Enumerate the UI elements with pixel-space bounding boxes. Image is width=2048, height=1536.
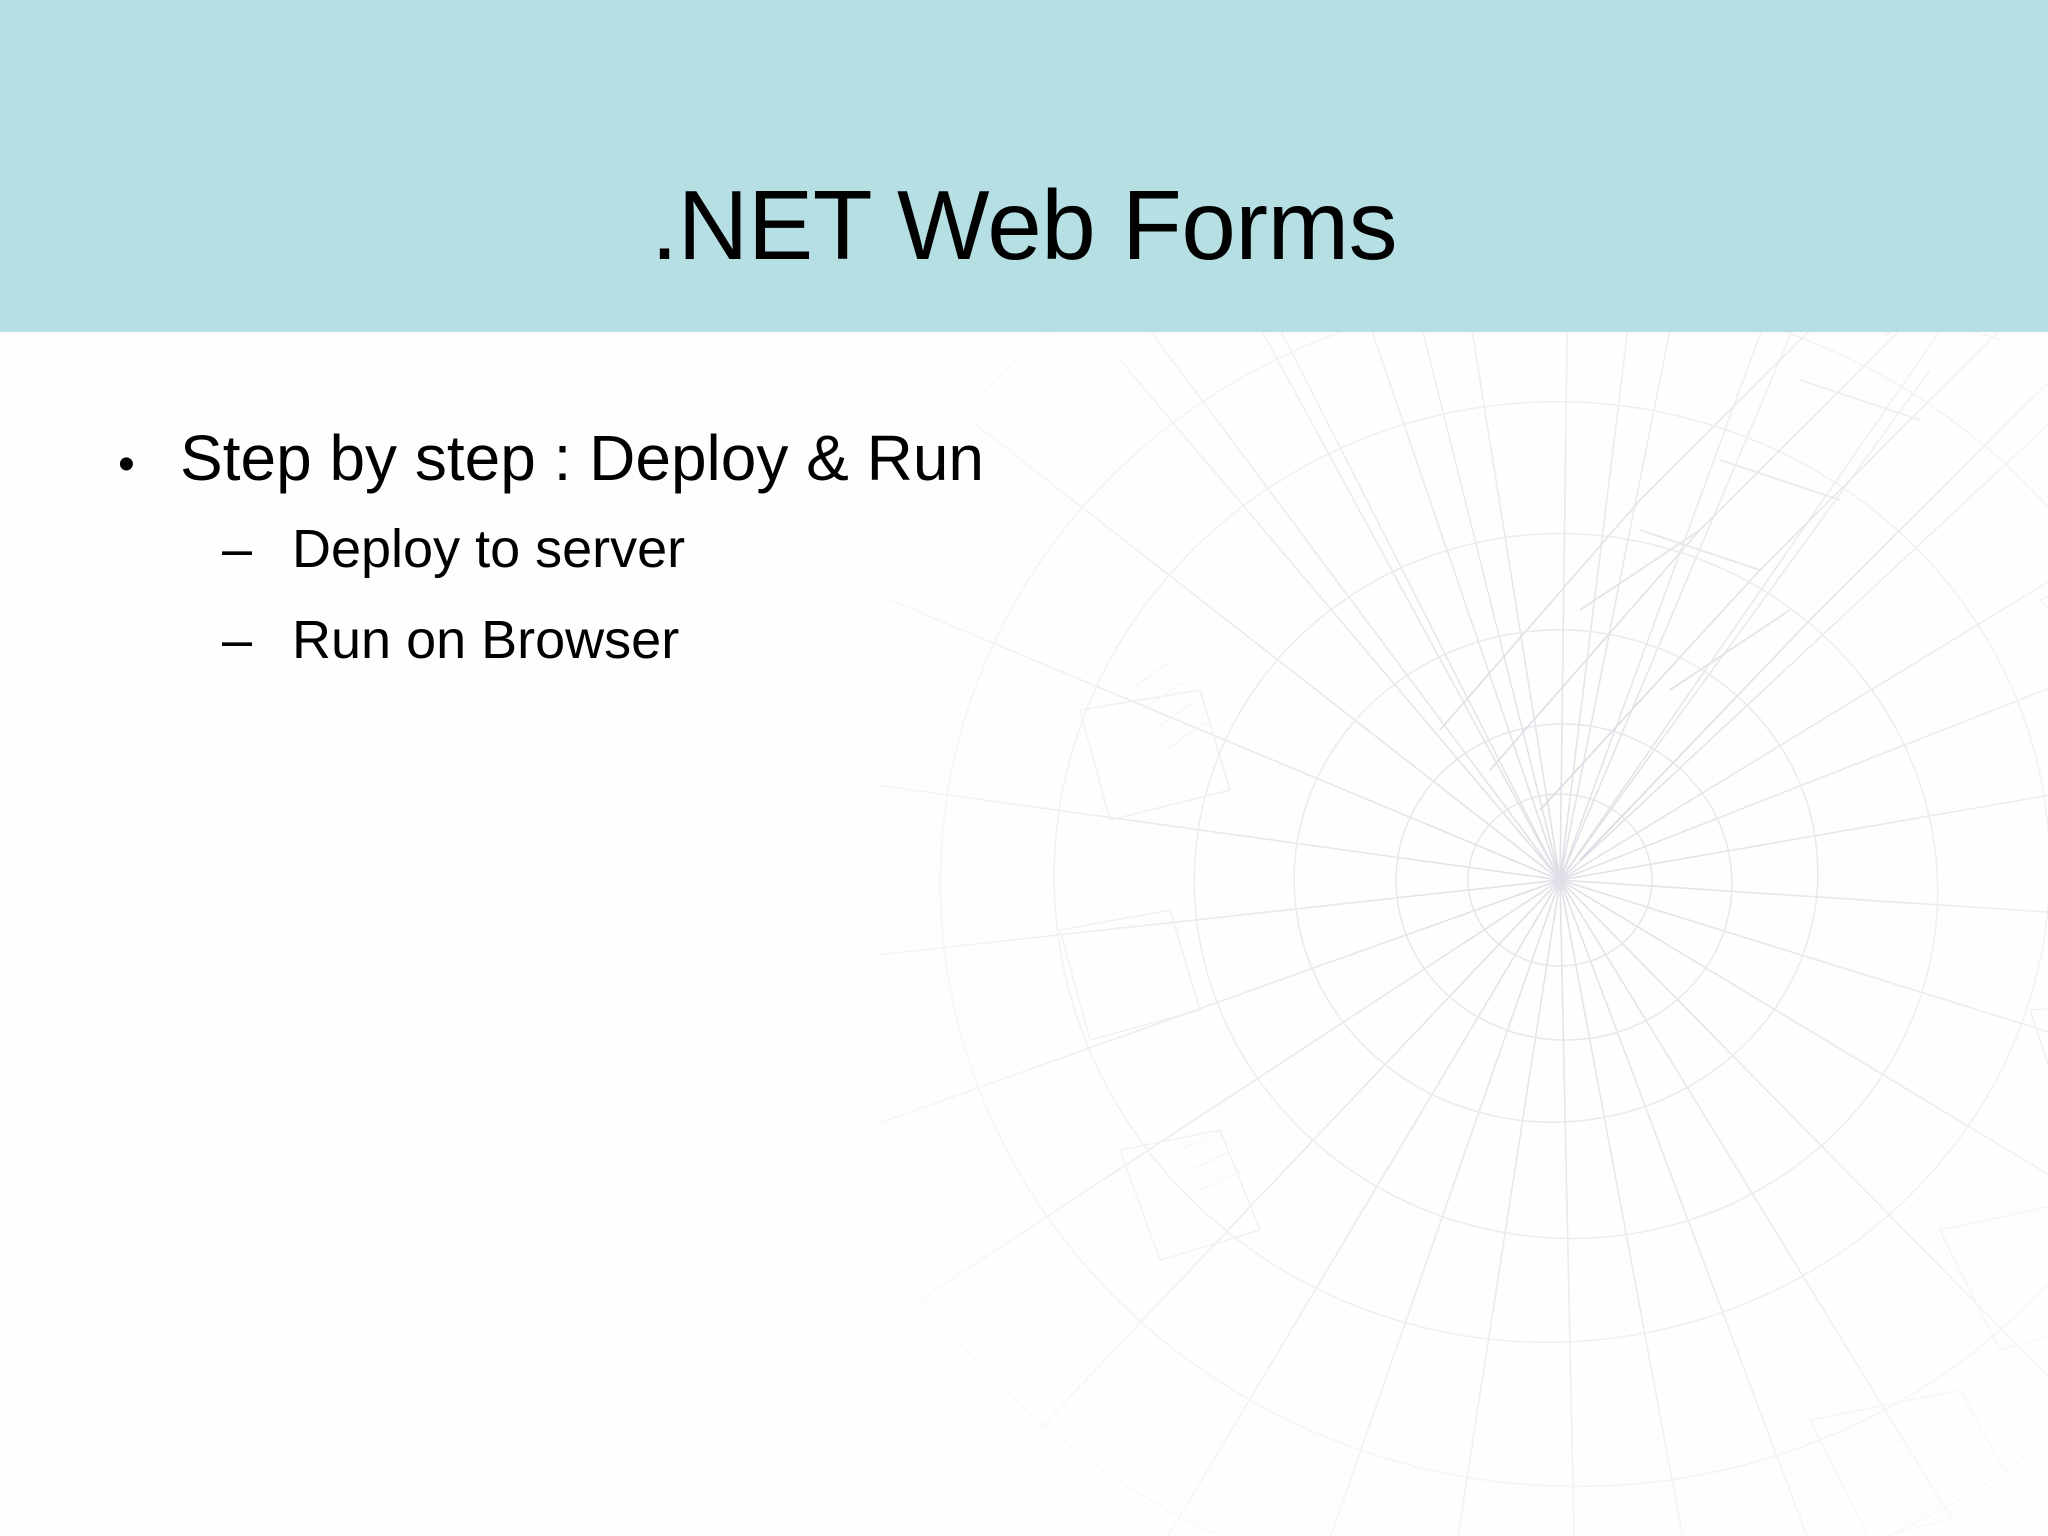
dash-bullet-icon: – (222, 610, 253, 670)
list-item: – Deploy to server (222, 522, 685, 576)
page-title: .NET Web Forms (650, 169, 1398, 280)
list-item: • Step by step : Deploy & Run (118, 426, 984, 490)
title-banner: .NET Web Forms (0, 0, 2048, 332)
slide-content: • Step by step : Deploy & Run – Deploy t… (0, 332, 2048, 1536)
bullet-label-run-on-browser: Run on Browser (292, 610, 680, 670)
disc-bullet-icon: • (118, 438, 135, 491)
dash-bullet-icon: – (222, 519, 253, 579)
list-item: – Run on Browser (222, 613, 679, 667)
bullet-label-step-by-step: Step by step : Deploy & Run (180, 422, 984, 494)
bullet-label-deploy-to-server: Deploy to server (292, 519, 686, 579)
